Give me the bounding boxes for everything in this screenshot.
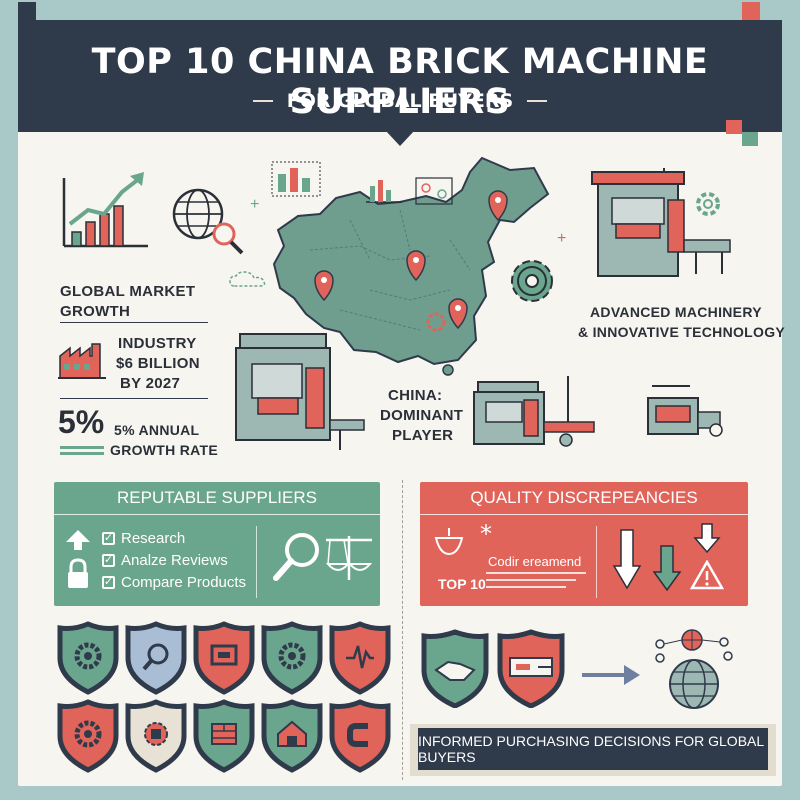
handshake-shield-icon — [421, 629, 489, 708]
china-line3: PLAYER — [392, 427, 454, 444]
list-item-label: Research — [121, 530, 186, 547]
panel-vdivider — [596, 526, 597, 598]
text-line — [486, 572, 586, 574]
panel-title-divider — [54, 514, 380, 515]
asterisk-icon: * — [480, 520, 492, 548]
page-title: TOP 10 CHINA BRICK MACHINE SUPPLIERS — [91, 42, 709, 122]
warning-icon — [690, 560, 724, 590]
upload-arrow-icon — [66, 530, 90, 550]
factory-icon — [128, 702, 184, 770]
magnifier-icon — [273, 533, 319, 581]
lock-icon — [68, 558, 88, 588]
checkbox-icon: ✓ — [102, 532, 115, 545]
machine-shield-icon — [497, 629, 565, 708]
quality-top10: TOP 10 — [438, 576, 486, 592]
shield-badge-row — [54, 616, 394, 786]
section-divider — [60, 322, 208, 323]
header-banner — [18, 20, 782, 132]
industry-line1: INDUSTRY — [118, 335, 197, 352]
gear-icon — [60, 624, 116, 692]
industry-line3: BY 2027 — [120, 375, 181, 392]
decorative-square — [742, 132, 758, 146]
text-line — [486, 579, 576, 581]
plus-mark: + — [250, 196, 260, 213]
machine-icon — [196, 624, 252, 692]
china-line1: CHINA: — [388, 387, 443, 404]
right-arrow-icon — [582, 665, 640, 685]
pct-big: 5% — [58, 404, 105, 440]
quality-line1: Codir ereamend — [488, 554, 582, 569]
factory-sketch-icon — [271, 161, 321, 197]
brick-machine-illustration — [235, 333, 365, 450]
panel-vdivider — [256, 526, 257, 598]
section-divider — [60, 398, 208, 399]
reputable-suppliers-panel: REPUTABLE SUPPLIERS ✓ Research ✓ Analze … — [54, 482, 380, 606]
pct-underline — [60, 446, 104, 449]
brick-machine-illustration — [473, 376, 595, 447]
pct-underline — [60, 452, 104, 455]
factory-icon — [58, 343, 106, 379]
heartbeat-icon — [332, 624, 388, 692]
subtitle-rule — [252, 100, 273, 102]
footer-banner: INFORMED PURCHASING DECISIONS FOR GLOBAL… — [418, 728, 768, 770]
quality-discrepancies-title: QUALITY DISCREPEANCIES — [470, 488, 698, 507]
globe-search-icon — [172, 188, 244, 255]
magnifier-icon — [128, 624, 184, 692]
down-arrow-icon — [612, 529, 642, 590]
decorative-square — [726, 120, 742, 134]
gear-icon — [60, 702, 116, 770]
scale-icon — [325, 536, 373, 580]
brick-machine-illustration — [591, 168, 731, 277]
panel-title-divider — [420, 514, 748, 515]
gear-icon — [696, 192, 720, 216]
logo-c-icon — [332, 702, 388, 770]
scale-icon — [434, 528, 464, 556]
decorative-square — [742, 2, 760, 20]
brick-machine-illustration — [647, 385, 723, 437]
growth-line1: 5% ANNUAL — [114, 422, 200, 438]
subtitle-row: FOR GLOBAL BUYERS — [18, 90, 782, 112]
globe-network-icon — [655, 629, 733, 709]
tech-line1: ADVANCED MACHINERY — [590, 304, 762, 320]
list-item: ✓ Research — [102, 530, 185, 547]
list-item-label: Analze Reviews — [121, 552, 228, 569]
list-item: ✓ Compare Products — [102, 574, 246, 591]
page-subtitle: FOR GLOBAL BUYERS — [286, 90, 514, 112]
text-line — [486, 586, 566, 588]
diagram-sketch-icon — [415, 177, 453, 205]
chart-sketch-icon — [366, 180, 402, 203]
decorative-square — [18, 2, 36, 20]
brick-wall-icon — [196, 702, 252, 770]
growth-chart-icon — [62, 172, 148, 248]
china-line2: DOMINANT — [380, 407, 464, 424]
checkbox-icon: ✓ — [102, 554, 115, 567]
down-arrow-icon — [652, 545, 682, 592]
gear-icon — [264, 624, 320, 692]
placeholder-text-lines — [486, 572, 586, 588]
industry-line2: $6 BILLION — [116, 355, 200, 372]
reputable-suppliers-title: REPUTABLE SUPPLIERS — [117, 488, 317, 507]
down-arrow-icon — [693, 523, 721, 554]
quality-discrepancies-panel: QUALITY DISCREPEANCIES * Codir ereamend … — [420, 482, 748, 606]
dotted-cloud-icon — [229, 271, 266, 287]
subtitle-rule — [527, 100, 548, 102]
warehouse-icon — [264, 702, 320, 770]
list-item: ✓ Analze Reviews — [102, 552, 228, 569]
list-item-label: Compare Products — [121, 574, 247, 591]
section-divider — [402, 480, 403, 780]
header-pointer — [385, 130, 415, 146]
growth-line2: GROWTH RATE — [110, 442, 219, 458]
checkbox-icon: ✓ — [102, 576, 115, 589]
market-growth-label: GLOBAL MARKET GROWTH — [60, 283, 196, 320]
tech-line2: & INNOVATIVE TECHNOLOGY — [578, 324, 786, 340]
gear-icon — [511, 260, 553, 302]
plus-mark: + — [557, 230, 567, 247]
